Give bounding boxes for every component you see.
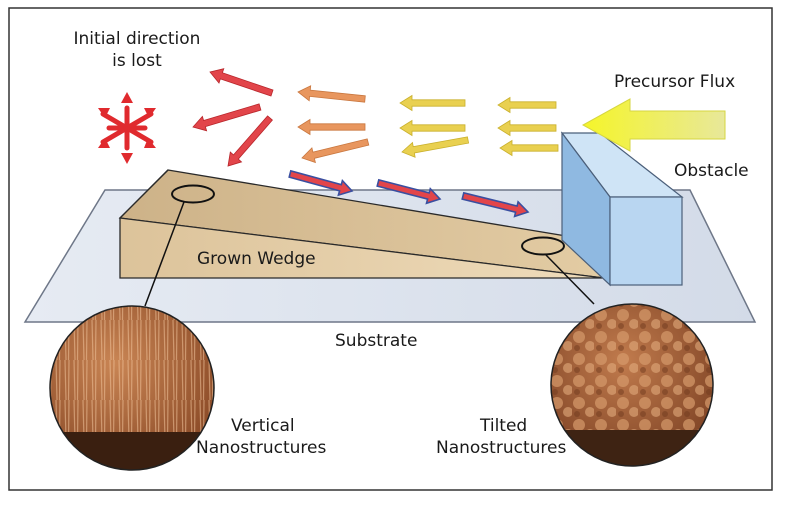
grown-wedge-label: Grown Wedge: [197, 249, 316, 269]
wedge-front-face: [119, 217, 605, 279]
vertical-label-line2: Nanostructures: [196, 438, 327, 458]
flux-arrows: [192, 68, 559, 218]
tilted-sample-marker: [521, 236, 565, 256]
flux-arrow-2: [497, 119, 557, 137]
flux-arrow-15: [461, 191, 530, 218]
flux-arrow-14: [376, 178, 442, 205]
obstacle-block: [560, 131, 684, 287]
wedge-edge: [119, 169, 169, 219]
flux-arrow-8: [297, 118, 366, 136]
tilted-nanostructures-label: Tilted Nanostructures: [436, 415, 566, 459]
tilted-nanostructures-sem-image: [550, 303, 714, 467]
tilted-label-line2: Nanostructures: [436, 438, 567, 458]
vertical-nanostructures-label: Vertical Nanostructures: [196, 415, 326, 459]
flux-arrow-10: [209, 68, 274, 97]
flux-arrow-3: [499, 139, 559, 157]
vertical-sample-marker: [171, 184, 215, 204]
initial-direction-line1: Initial direction: [73, 29, 201, 49]
vertical-leader-line: [144, 201, 185, 307]
scatter-star-icon: [98, 92, 156, 164]
flux-arrow-5: [399, 119, 466, 137]
flux-arrow-9: [301, 138, 370, 164]
flux-arrow-1: [497, 96, 557, 114]
vertical-label-line1: Vertical: [231, 416, 295, 436]
tilted-leader-line: [545, 254, 595, 305]
vertical-nanostructures-sem-image: [49, 305, 215, 471]
flux-arrow-6: [401, 136, 470, 158]
obstacle-label: Obstacle: [674, 161, 749, 181]
flux-arrow-13: [288, 169, 354, 197]
precursor-flux-label: Precursor Flux: [614, 72, 736, 92]
tilted-label-line1: Tilted: [480, 416, 528, 436]
flux-arrow-12: [227, 115, 273, 167]
initial-direction-label: Initial direction is lost: [62, 28, 212, 72]
flux-arrow-7: [297, 85, 366, 103]
substrate-label: Substrate: [335, 331, 418, 351]
big-flux-arrow-icon: [581, 98, 726, 152]
flux-arrow-11: [192, 103, 262, 132]
obstacle-front-face: [609, 196, 683, 286]
flux-arrow-4: [399, 94, 466, 112]
initial-direction-line2: is lost: [112, 51, 162, 71]
